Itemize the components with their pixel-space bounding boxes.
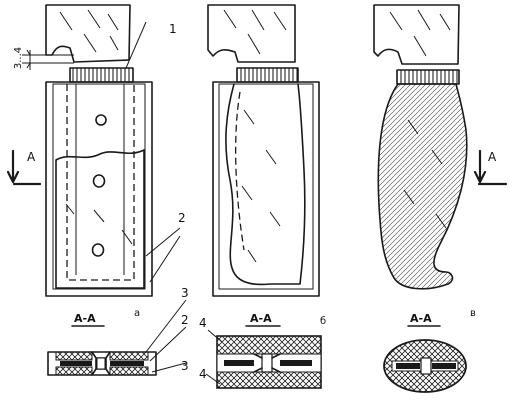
- section-label-a: A-A: [74, 312, 96, 325]
- blade-stub-b: [207, 4, 296, 63]
- callout-4a: 4: [199, 316, 207, 330]
- rivet-hole-3: [91, 243, 105, 257]
- section-label-c: A-A: [410, 312, 432, 325]
- tang-edges-a: [75, 84, 125, 275]
- callout-1: 1: [169, 22, 177, 36]
- panel-letter-a: а: [134, 308, 140, 319]
- svg-text:А: А: [27, 150, 36, 164]
- callout-2a: 2: [178, 211, 186, 225]
- mold-box-outer-a: [45, 81, 153, 297]
- mold-box-outer-b: [212, 81, 320, 297]
- rivet-hole-1: [95, 114, 107, 126]
- leader-1: [125, 21, 147, 69]
- section-label-b: A-A: [250, 312, 272, 325]
- mold-box-inner-a: [52, 83, 146, 290]
- bolster-a: [69, 67, 134, 83]
- section-a-drawing: [47, 351, 157, 376]
- handle-shading-c: [403, 119, 447, 229]
- blade-shading-c: [389, 9, 451, 57]
- callout-2b: 2: [181, 313, 189, 327]
- dimension-label: 3...4: [13, 47, 24, 69]
- rivet-hole-2: [92, 174, 106, 188]
- poured-mass-a: [55, 149, 145, 289]
- leaders-section-a: [145, 299, 187, 373]
- callout-4b: 4: [199, 367, 207, 381]
- view-arrow-left: А: [6, 149, 42, 186]
- callout-3b: 3: [181, 359, 189, 373]
- glass-shading-b: [241, 109, 281, 263]
- blade-shading-b: [223, 9, 287, 55]
- section-c-drawing: [383, 339, 467, 393]
- panel-letter-c: в: [470, 308, 476, 319]
- leader-2a: [145, 227, 181, 283]
- finished-handle: [377, 83, 468, 290]
- panel-b: б A-A 4 4: [199, 4, 326, 389]
- liner-dash-b: [234, 91, 245, 251]
- glass-shading-a: [65, 203, 133, 245]
- blade-stub-c: [373, 4, 460, 65]
- bolster-c: [396, 69, 460, 85]
- blade-shading-a: [59, 9, 119, 53]
- leaders-section-b: [205, 329, 223, 385]
- bolster-b: [236, 67, 299, 83]
- panel-c: А в A-A: [373, 4, 508, 393]
- dimension-lines: [22, 49, 74, 70]
- section-b-drawing: [216, 335, 322, 389]
- liner-blank-b: [225, 83, 306, 286]
- callout-3a: 3: [181, 286, 189, 300]
- blade-stub-a: [45, 4, 131, 63]
- panel-a: 3...4 1 2 А а A-A: [6, 4, 189, 376]
- mold-box-inner-b: [218, 83, 314, 290]
- svg-text:А: А: [488, 150, 497, 164]
- view-arrow-right: А: [473, 149, 508, 186]
- panel-letter-b: б: [320, 316, 326, 327]
